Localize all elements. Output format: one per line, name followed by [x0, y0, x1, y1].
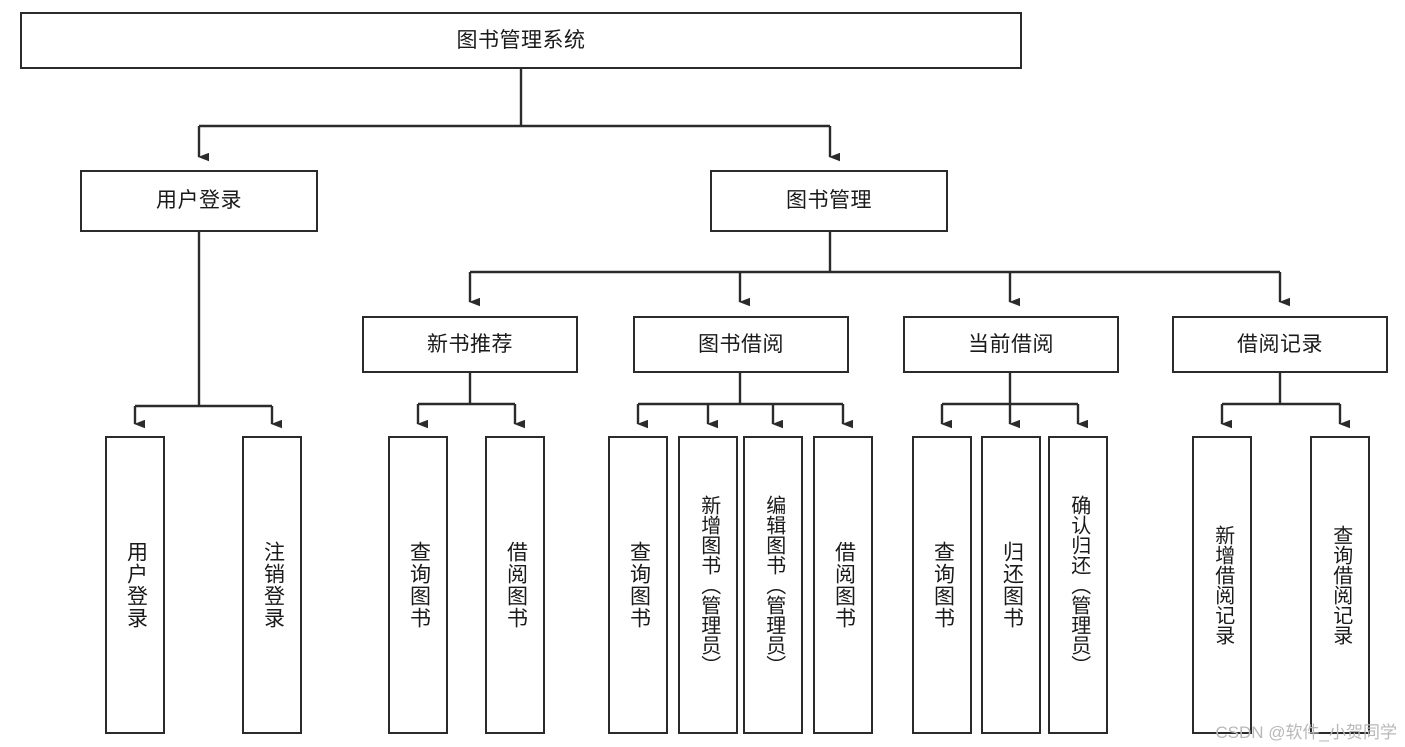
leaf-node-user-login[interactable]: 用户登录	[105, 436, 165, 734]
leaf-node-edit-book-admin-label: 编辑图书（管理员）	[762, 495, 785, 675]
leaf-node-add-book-admin-label: 新增图书（管理员）	[697, 495, 720, 675]
leaf-node-borrow-books-newbook[interactable]: 借阅图书	[485, 436, 545, 734]
leaf-node-borrow-books-label: 借阅图书	[832, 541, 856, 629]
node-book-management-label: 图书管理	[786, 189, 872, 213]
leaf-node-logout[interactable]: 注销登录	[242, 436, 302, 734]
node-borrow-records-label: 借阅记录	[1237, 332, 1323, 356]
leaf-node-query-borrow-record-label: 查询借阅记录	[1329, 525, 1352, 645]
node-new-book-recommend[interactable]: 新书推荐	[362, 316, 578, 373]
leaf-node-query-books-newbook[interactable]: 查询图书	[388, 436, 448, 734]
leaf-node-borrow-books-newbook-label: 借阅图书	[504, 541, 528, 629]
leaf-node-query-books-current-label: 查询图书	[931, 541, 955, 629]
node-current-borrow-label: 当前借阅	[968, 332, 1054, 356]
leaf-node-query-books-newbook-label: 查询图书	[407, 541, 431, 629]
leaf-node-logout-label: 注销登录	[261, 541, 285, 629]
leaf-node-edit-book-admin[interactable]: 编辑图书（管理员）	[743, 436, 803, 734]
leaf-node-query-books-current[interactable]: 查询图书	[912, 436, 972, 734]
node-root[interactable]: 图书管理系统	[20, 12, 1022, 69]
leaf-node-query-books-borrow-label: 查询图书	[627, 541, 651, 629]
leaf-node-return-books-label: 归还图书	[1000, 541, 1024, 629]
node-book-management[interactable]: 图书管理	[710, 170, 948, 232]
leaf-node-return-books[interactable]: 归还图书	[981, 436, 1041, 734]
leaf-node-add-borrow-record-label: 新增借阅记录	[1211, 525, 1234, 645]
leaf-node-query-books-borrow[interactable]: 查询图书	[608, 436, 668, 734]
node-borrow-records[interactable]: 借阅记录	[1172, 316, 1388, 373]
leaf-node-add-borrow-record[interactable]: 新增借阅记录	[1192, 436, 1252, 734]
node-user-login[interactable]: 用户登录	[80, 170, 318, 232]
leaf-node-borrow-books[interactable]: 借阅图书	[813, 436, 873, 734]
node-user-login-label: 用户登录	[156, 189, 242, 213]
leaf-node-confirm-return-admin-label: 确认归还（管理员）	[1067, 495, 1090, 675]
leaf-node-add-book-admin[interactable]: 新增图书（管理员）	[678, 436, 738, 734]
node-book-borrow-label: 图书借阅	[698, 332, 784, 356]
leaf-node-confirm-return-admin[interactable]: 确认归还（管理员）	[1048, 436, 1108, 734]
node-book-borrow[interactable]: 图书借阅	[633, 316, 849, 373]
leaf-node-user-login-label: 用户登录	[124, 541, 148, 629]
watermark-text: CSDN @软件_小贺同学	[1215, 723, 1397, 742]
node-root-label: 图书管理系统	[456, 28, 586, 52]
leaf-node-query-borrow-record[interactable]: 查询借阅记录	[1310, 436, 1370, 734]
node-new-book-recommend-label: 新书推荐	[427, 332, 513, 356]
node-current-borrow[interactable]: 当前借阅	[903, 316, 1119, 373]
